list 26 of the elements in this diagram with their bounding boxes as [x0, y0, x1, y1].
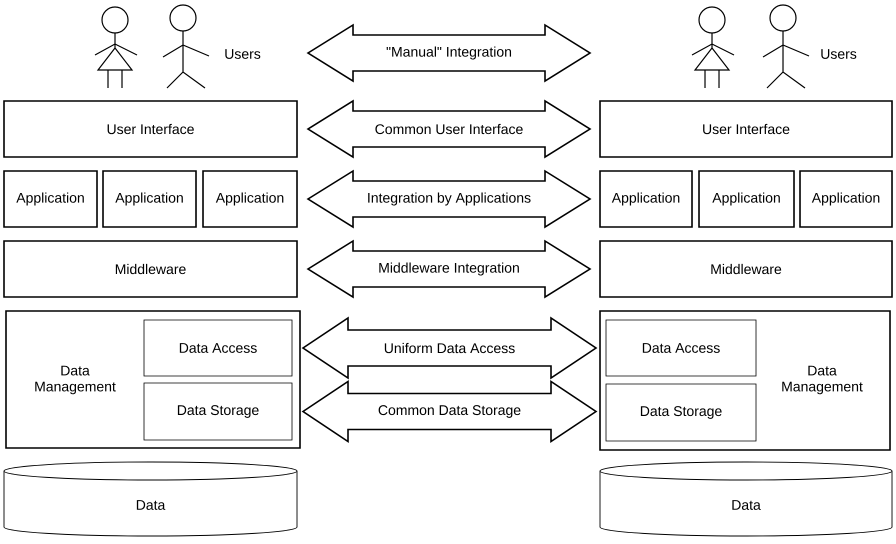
layer-box: Application: [102, 170, 197, 228]
layer-box: User Interface: [3, 100, 298, 158]
edge-label: Common Data Storage: [376, 404, 522, 419]
edge-label: Uniform Data Access: [382, 342, 516, 354]
node-label: Data: [136, 500, 166, 510]
component-box: Data Access: [144, 320, 292, 376]
layer-box: Middleware: [3, 240, 298, 298]
users-label: Users: [225, 49, 260, 59]
component-box: Data Storage: [144, 382, 292, 440]
layer-box: Application: [698, 170, 795, 228]
edge-label: Common User Interface: [374, 122, 524, 136]
database-cylinder: Data: [600, 462, 892, 536]
edge-label: Integration by Applications: [366, 191, 532, 207]
component-box: Data Access: [606, 320, 756, 376]
layer-box: User Interface: [599, 100, 893, 158]
layer-box: Application: [799, 170, 893, 228]
database-cylinder: Data: [4, 462, 298, 536]
layer-box: Application: [202, 170, 298, 228]
users-label: Users: [821, 49, 856, 59]
layer-box: Middleware: [599, 240, 893, 298]
component-box: Data Storage: [606, 384, 756, 442]
layer-box: Application: [599, 170, 693, 228]
edge-label: "Manual" Integration: [385, 45, 513, 61]
node-label: Data: [732, 500, 761, 510]
edge-label: Middleware Integration: [377, 261, 521, 277]
layer-box: Application: [3, 170, 98, 228]
